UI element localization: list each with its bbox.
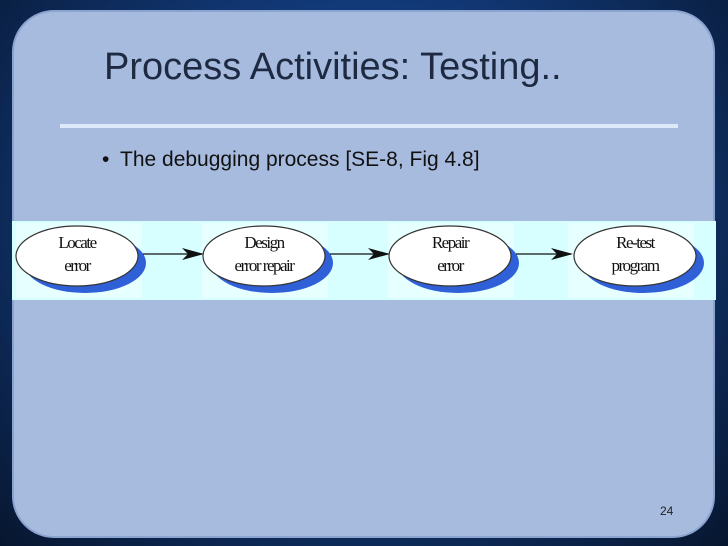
node-design-error-repair-line2: error repair (235, 256, 296, 275)
node-retest-program-line1: Re-test (616, 233, 655, 252)
node-retest-program: Re-test program (568, 223, 704, 298)
bullet-text: The debugging process [SE-8, Fig 4.8] (120, 148, 480, 171)
slide-title: Process Activities: Testing.. (104, 46, 562, 88)
node-design-error-repair: Design error repair (202, 223, 333, 298)
debugging-process-diagram: Locate error Design error repair Repair … (12, 221, 716, 300)
node-locate-error-line1: Locate (58, 233, 96, 252)
slide-number: 24 (660, 504, 674, 518)
node-locate-error: Locate error (15, 223, 146, 298)
node-design-error-repair-line1: Design (244, 233, 285, 252)
bullet-marker: • (102, 148, 110, 171)
node-repair-error: Repair error (388, 223, 519, 298)
diagram-canvas: Locate error Design error repair Repair … (15, 223, 704, 298)
title-divider (60, 124, 678, 128)
bullet-item: • The debugging process [SE-8, Fig 4.8] (102, 148, 480, 172)
node-repair-error-line2: error (437, 256, 464, 275)
node-retest-program-line2: program (611, 256, 659, 275)
node-locate-error-line2: error (64, 256, 91, 275)
node-repair-error-line1: Repair (432, 233, 470, 252)
